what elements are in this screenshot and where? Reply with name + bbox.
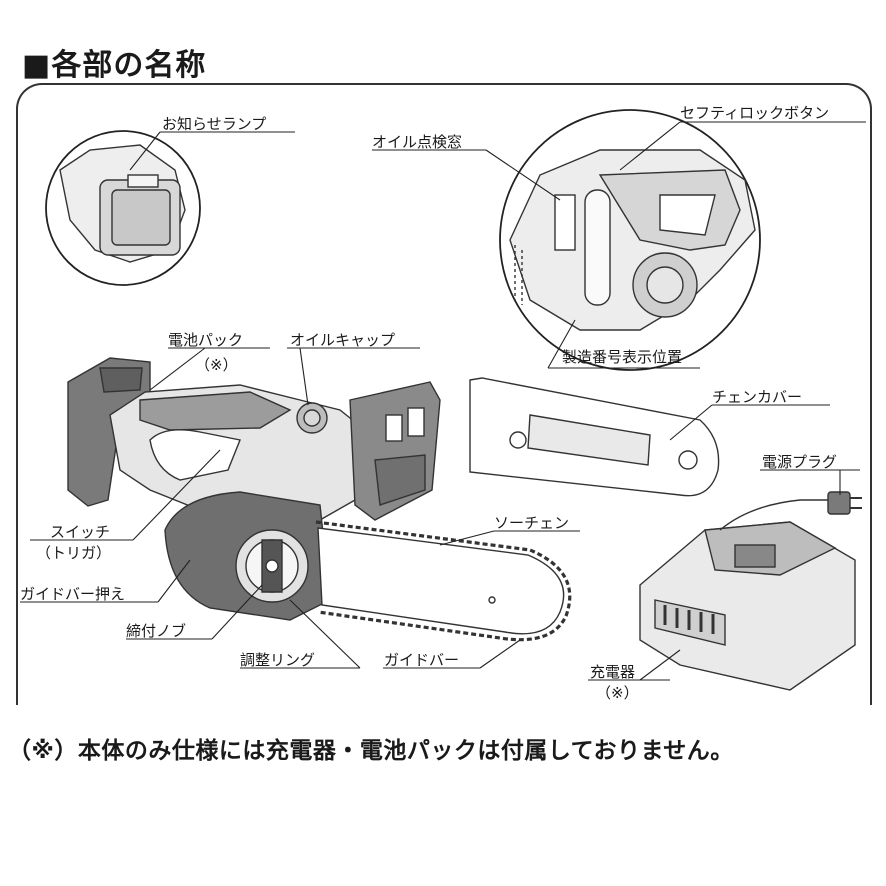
section-title: ■各部の名称: [22, 48, 207, 83]
label-battery-note: （※）: [195, 356, 238, 374]
label-adjust-ring: 調整リング: [240, 651, 316, 669]
label-serial-position: 製造番号表示位置: [562, 348, 683, 366]
guide-bar-shape: [315, 520, 572, 642]
label-oil-window: オイル点検窓: [372, 133, 463, 151]
label-oil-cap: オイルキャップ: [290, 331, 396, 349]
label-tightening-knob: 締付ノブ: [126, 622, 187, 640]
label-safety-lock: セフティロックボタン: [680, 104, 830, 122]
label-guide-bar: ガイドバー: [384, 651, 460, 669]
label-charger: 充電器: [590, 663, 636, 681]
charger-shape: [639, 491, 862, 691]
lamp-inset: [45, 130, 201, 286]
battery-pack-shape: [67, 357, 151, 507]
label-chain-cover: チェンカバー: [712, 388, 803, 406]
footnote: （※）本体のみ仕様には充電器・電池パックは付属しておりません。: [8, 738, 734, 764]
oil-window-inset: [499, 109, 761, 371]
label-battery-pack: 電池パック: [168, 331, 244, 349]
label-charger-note: （※）: [596, 684, 639, 702]
chainsaw-body: [109, 381, 441, 521]
chain-cover-shape: [469, 377, 720, 497]
label-saw-chain: ソーチェン: [494, 514, 570, 532]
leader-lines: [20, 121, 866, 681]
label-switch: スイッチ: [50, 523, 111, 541]
label-trigger: （トリガ）: [36, 544, 112, 562]
label-notification-lamp: お知らせランプ: [162, 115, 267, 133]
label-guide-bar-clamp: ガイドバー押え: [20, 585, 126, 603]
guide-bar-clamp-shape: [164, 491, 331, 621]
label-power-plug: 電源プラグ: [762, 453, 838, 471]
diagram-frame: [16, 83, 872, 705]
